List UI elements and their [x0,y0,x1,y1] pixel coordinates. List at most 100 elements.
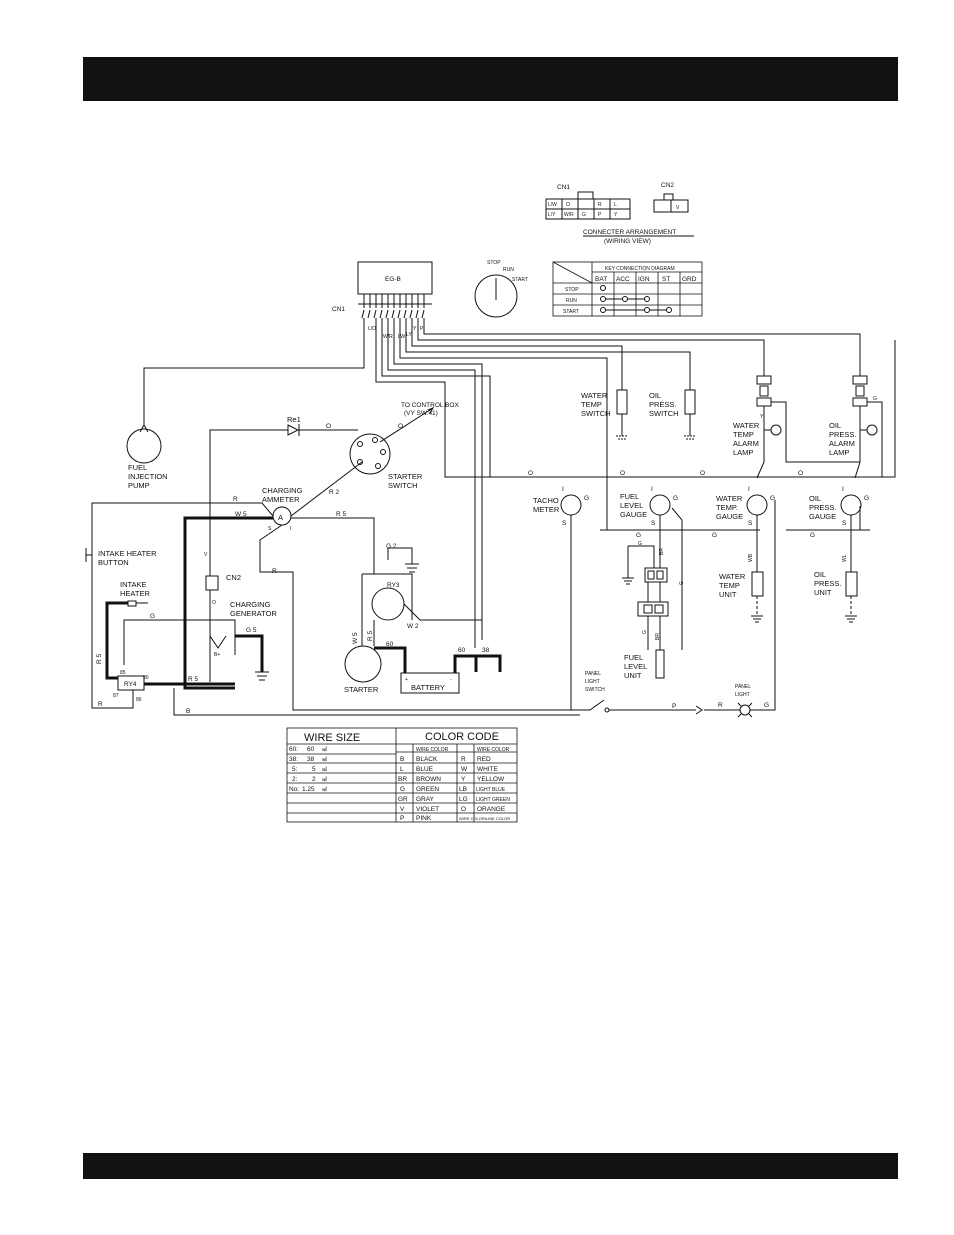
wire-label-g2: G 2 [386,543,397,550]
panel-light: PANEL LIGHT G [735,500,776,718]
water-unit-l3: UNIT [719,590,737,599]
wire-label-wb: WB [748,553,754,562]
wire-label-60-a: 60 [386,641,394,648]
ws-r3-b: 5 [312,766,316,773]
ammeter-s: S [268,526,272,532]
wire-label-g-fuel-unit: G [638,541,642,547]
ws-r4-c: ㎟ [322,776,327,783]
water-temp-switch-l3: SWITCH [581,409,611,418]
battery-minus: - [450,677,452,683]
oil-press-unit: OIL PRESS. UNIT [814,570,858,623]
ry3-relay: RY3 G 2 W 2 [362,543,482,630]
intake-heater-button: INTAKE HEATER BUTTON [85,548,157,567]
panel-switch-l3: SWITCH [585,687,605,693]
tacho-l2: METER [533,505,560,514]
cn2-pin: V [676,205,680,211]
water-temp-switch-l2: TEMP [581,400,602,409]
tacho-l1: TACHO [533,496,559,505]
starter-switch-l2: SWITCH [388,481,418,490]
fuel-unit-l2: LEVEL [624,662,647,671]
key-row-start: START [563,309,579,315]
cn2-key [663,193,674,201]
ry4-relay: RY4 85 30 87 86 R 5 R B [98,670,580,716]
tacho-g: G [584,495,589,502]
ws-r3-a: 5: [292,766,298,773]
ws-r1-b: 60 [307,746,315,753]
cc-r4-code1: G [400,786,405,793]
oil-gauge-g: G [864,495,869,502]
ws-r4-b: 2 [312,776,316,783]
key-col-bat: BAT [595,276,607,283]
water-alarm-l1: WATER [733,421,760,430]
fuel-pump-l1: FUEL [128,463,147,472]
ws-r5-a: No: [289,786,299,793]
water-alarm-l2: TEMP [733,430,754,439]
connector-caption-sub: (WIRING VIEW) [604,238,651,245]
wire-label-g5: G 5 [246,627,257,634]
ry4-pin-86: 86 [136,697,142,703]
re1-diode: Re1 O [209,415,358,682]
fuel-pump-l3: PUMP [128,481,150,490]
cn1-r1c1: L/W [548,202,557,208]
water-temp-unit: WATER TEMP UNIT [719,571,764,623]
cn1-r1c5: L [614,202,617,208]
to-control-box: TO CONTROL BOX [401,402,459,409]
tacho-meter: TACHO METER I G S [533,486,589,710]
cc-r7-name2: WIRE COLOR/LINE COLOR [459,816,510,821]
wire-label-r5-heater: R 5 [96,654,103,665]
cn1-r2c5: Y [614,212,618,218]
cc-r6-name2: ORANGE [477,806,506,813]
key-stop-label: STOP [487,260,501,266]
oil-unit-l3: UNIT [814,588,832,597]
ry4-pin-85: 85 [120,670,126,676]
cc-r1-code2: R [461,756,466,763]
fuel-level-gauge: FUEL LEVEL GAUGE I G S BR [620,486,678,568]
wire-label-g-fuel-unit2: G [642,630,648,634]
wire-label-g-oil: G [810,532,815,539]
key-connection-table: KEY CONNECTION DIAGRAM BAT ACC IGN ST GR… [552,261,703,317]
wire-label-o-ctrl: O [398,423,403,430]
oil-alarm-l3: ALARM [829,439,855,448]
water-temp-alarm-lamp: Y WATER TEMP ALARM LAMP [733,375,787,479]
ry4-label: RY4 [124,681,137,688]
fuel-gauge-l1: FUEL [620,492,639,501]
charging-generator-l2: GENERATOR [230,609,277,618]
cc-r7-code1: P [400,815,404,822]
charging-ammeter: A CHARGING AMMETER S I R 2 R W 5 R 5 R [91,461,580,711]
wire-label-o-g4: O [798,470,803,477]
wire-label-o-g1: O [528,470,533,477]
wire-label-g-fuel-gauge: G [679,581,685,585]
connector-caption: CONNECTER ARRANGEMENT [583,229,676,236]
wire-size-color-table: WIRE SIZE COLOR CODE WIRE COLOR WIRE COL… [286,727,518,823]
wire-label-r5-amm: R 5 [336,511,347,518]
oil-alarm-l2: PRESS. [829,430,857,439]
b-plus: B+ [214,652,220,658]
wire-label-w5-start: W 5 [352,632,359,644]
panel-light-l1: PANEL [735,684,751,690]
cn1-pin-ly: LY [406,332,412,338]
oil-unit-l2: PRESS. [814,579,842,588]
wire-label-g-oil-lamp: G [873,396,877,402]
cc-r2-name2: WHITE [477,766,499,773]
ammeter-i: I [290,526,291,532]
wire-label-r2: R 2 [329,489,340,496]
cn1-r1c4: R [598,202,602,208]
footer-bar [83,1153,898,1179]
oil-press-switch-l3: SWITCH [649,409,679,418]
cn1-label: CN1 [332,306,345,313]
cc-r5-name1: GRAY [416,796,435,803]
battery-plus: + [405,677,408,683]
ws-r2-c: ㎟ [322,756,327,763]
oil-unit-l1: OIL [814,570,826,579]
ws-r3-c: ㎟ [322,766,327,773]
starter-label: STARTER [344,685,379,694]
charging-generator: CHARGING GENERATOR G B+ G 5 [123,600,277,681]
starter-switch: TO CONTROL BOX (VY SW.41) O STARTER SWIT… [349,402,459,490]
wire-label-br-fuel-unit: BR [655,633,661,640]
cc-r5-code2: LG [459,796,468,803]
key-start-label: START [512,277,528,283]
battery: + - BATTERY 60 60 38 [374,641,502,694]
charging-generator-l1: CHARGING [230,600,271,609]
water-gauge-g: G [770,495,775,502]
